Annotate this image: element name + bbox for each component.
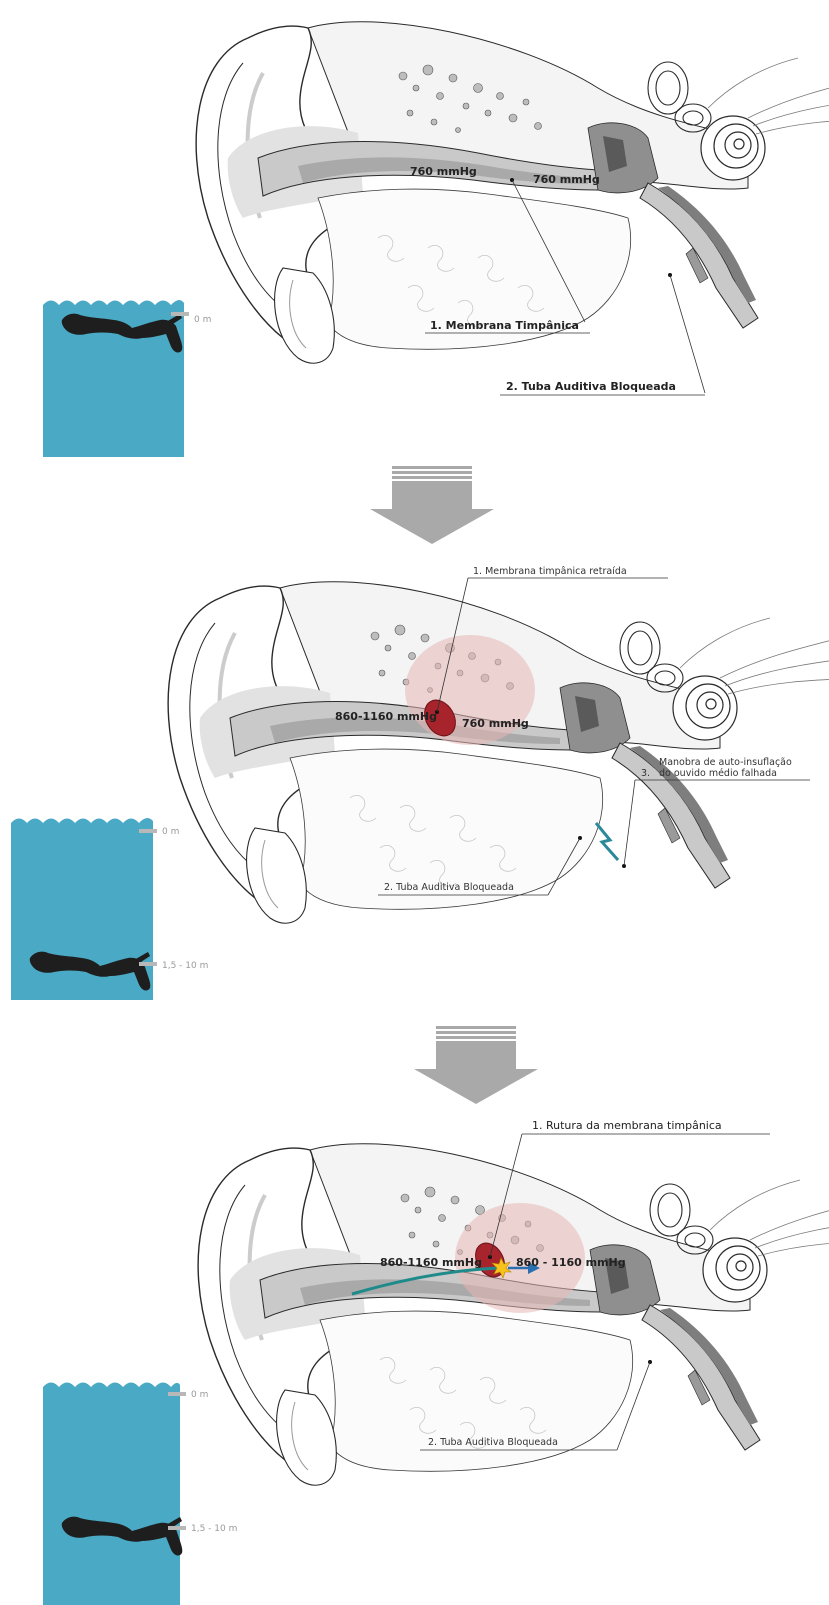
pressure-outer: 860-1160 mmHg: [380, 1256, 482, 1269]
pressure-outer: 760 mmHg: [410, 165, 477, 178]
depth-tick: [168, 1526, 186, 1530]
callout-tube: 2. Tuba Auditiva Bloqueada: [384, 882, 514, 893]
ear-icon: [198, 1144, 829, 1485]
lightning-icon: [596, 823, 618, 860]
depth-tick: [139, 829, 157, 833]
note-number: 3.: [641, 768, 650, 779]
water-column: [11, 818, 153, 1000]
note-line1: Manobra de auto-insuflação: [659, 757, 792, 768]
depth-tick: [168, 1392, 186, 1396]
pressure-middle: 760 mmHg: [462, 717, 529, 730]
pressure-middle: 860 - 1160 mmHg: [516, 1256, 626, 1269]
depth-label: 0 m: [194, 315, 211, 325]
depth-label-surface: 0 m: [162, 827, 179, 837]
callout-eardrum: 1. Membrana Timpânica: [430, 319, 579, 332]
note-line2: do ouvido médio falhada: [659, 768, 777, 779]
pressure-middle: 760 mmHg: [533, 173, 600, 186]
depth-label-deep: 1,5 - 10 m: [191, 1524, 237, 1534]
panel-rupture: 0 m 1,5 - 10 m 860-1160 mmHg 860 - 1160 …: [43, 1119, 829, 1605]
down-arrow-icon: [414, 1026, 538, 1104]
water-column: [43, 1383, 180, 1605]
depth-tick: [139, 962, 157, 966]
down-arrow-icon: [370, 466, 494, 544]
callout-eardrum-rupture: 1. Rutura da membrana timpânica: [532, 1119, 722, 1132]
panel-surface: 0 m 760 mmHg 760 mmHg 1. Membrana Timpân…: [43, 22, 829, 457]
depth-label-surface: 0 m: [191, 1390, 208, 1400]
callout-tube: 2. Tuba Auditiva Bloqueada: [428, 1437, 558, 1448]
callout-tube: 2. Tuba Auditiva Bloqueada: [506, 380, 676, 393]
ear-icon: [168, 582, 829, 923]
depth-label-deep: 1,5 - 10 m: [162, 961, 208, 971]
pressure-outer: 860-1160 mmHg: [335, 710, 437, 723]
panel-descent: 0 m 1,5 - 10 m 860-1160 mmHg 760 mmHg 1.…: [11, 566, 829, 1000]
callout-eardrum-retracted: 1. Membrana timpânica retraída: [473, 566, 627, 577]
ear-icon: [196, 22, 829, 363]
depth-tick: [171, 312, 189, 316]
